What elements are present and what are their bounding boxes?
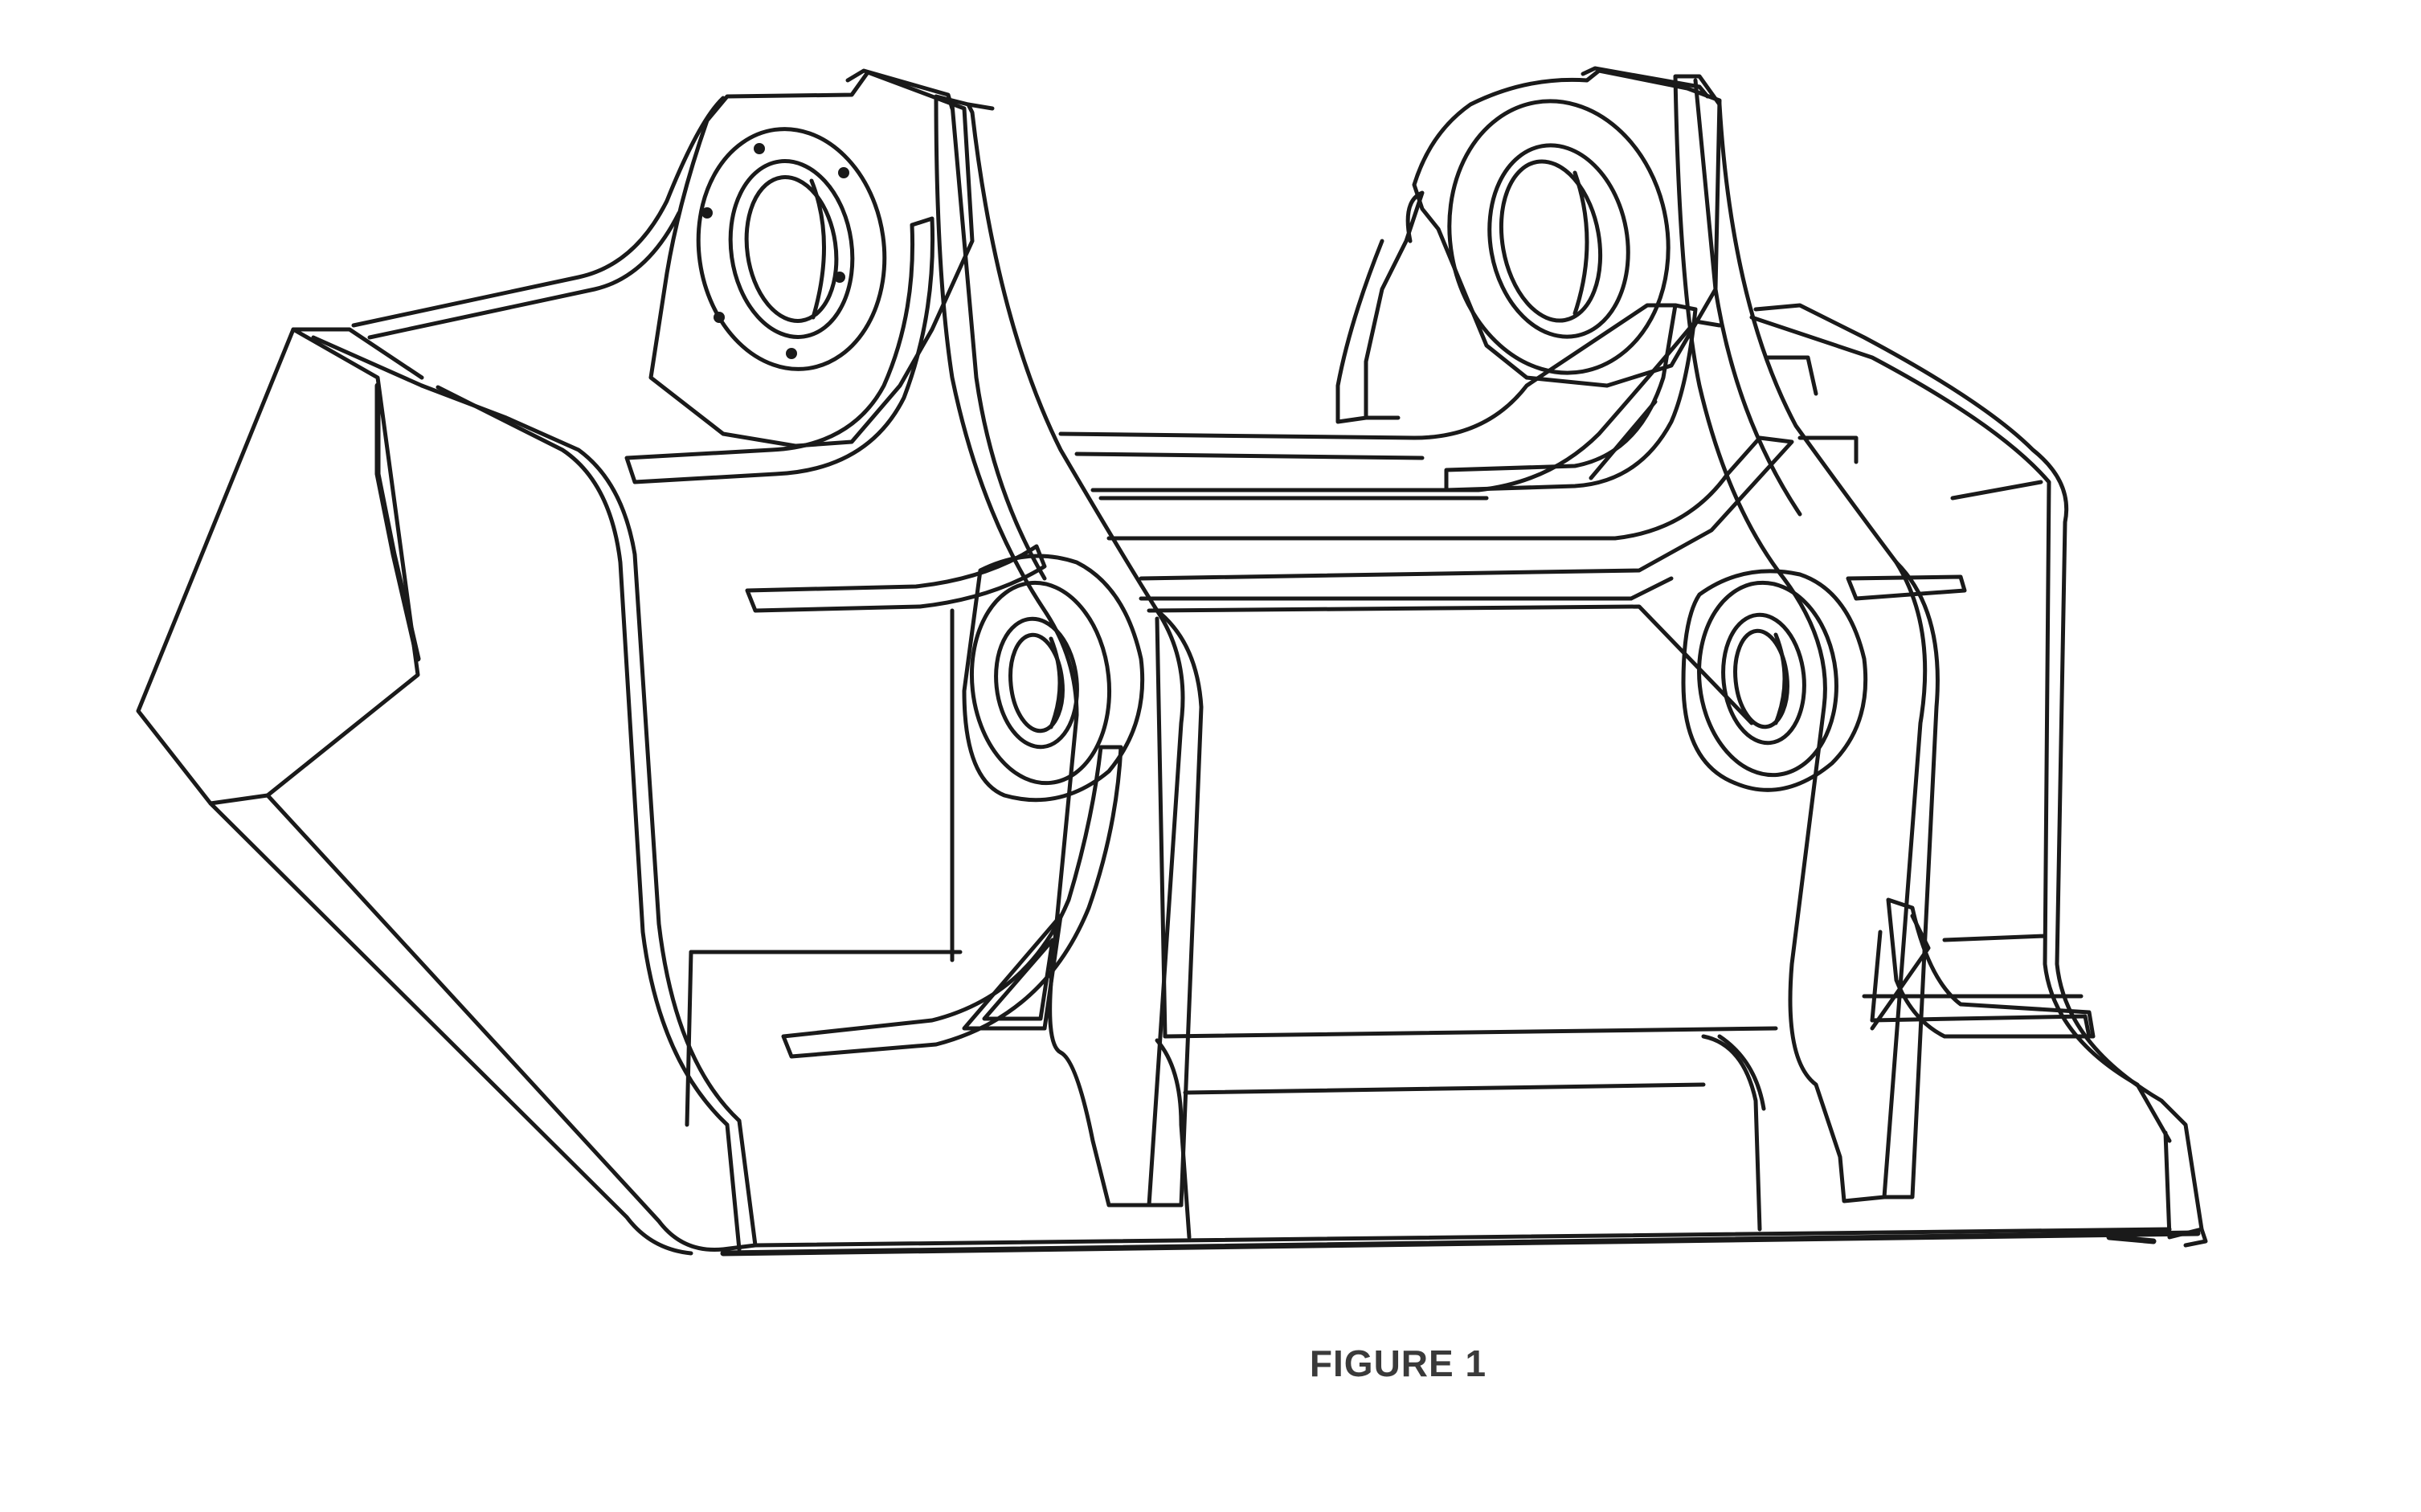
left-lip-plate: [136, 327, 726, 1256]
right-rear-ear: [1335, 66, 1722, 424]
cross-beams: [1058, 303, 1794, 601]
left-rear-ear: [648, 68, 975, 448]
figure-caption: FIGURE 1: [1309, 1342, 1487, 1384]
left-side-panel: [351, 96, 2172, 1252]
left-lower-rib: [781, 745, 1123, 1059]
right-lower-boss: [1681, 569, 1868, 792]
left-arm-plate: [934, 94, 1204, 1208]
left-mid-rib: [745, 544, 1047, 613]
right-rear-rib: [1444, 303, 1698, 492]
base-plate: [720, 1227, 2208, 1257]
bottom-tube: [1155, 1034, 1766, 1240]
center-box: [685, 604, 1778, 1127]
left-rear-rib: [624, 216, 935, 484]
left-lower-boss: [962, 554, 1145, 803]
right-lower-rib: [1870, 897, 2096, 1039]
right-mid-rib: [1846, 574, 1967, 601]
